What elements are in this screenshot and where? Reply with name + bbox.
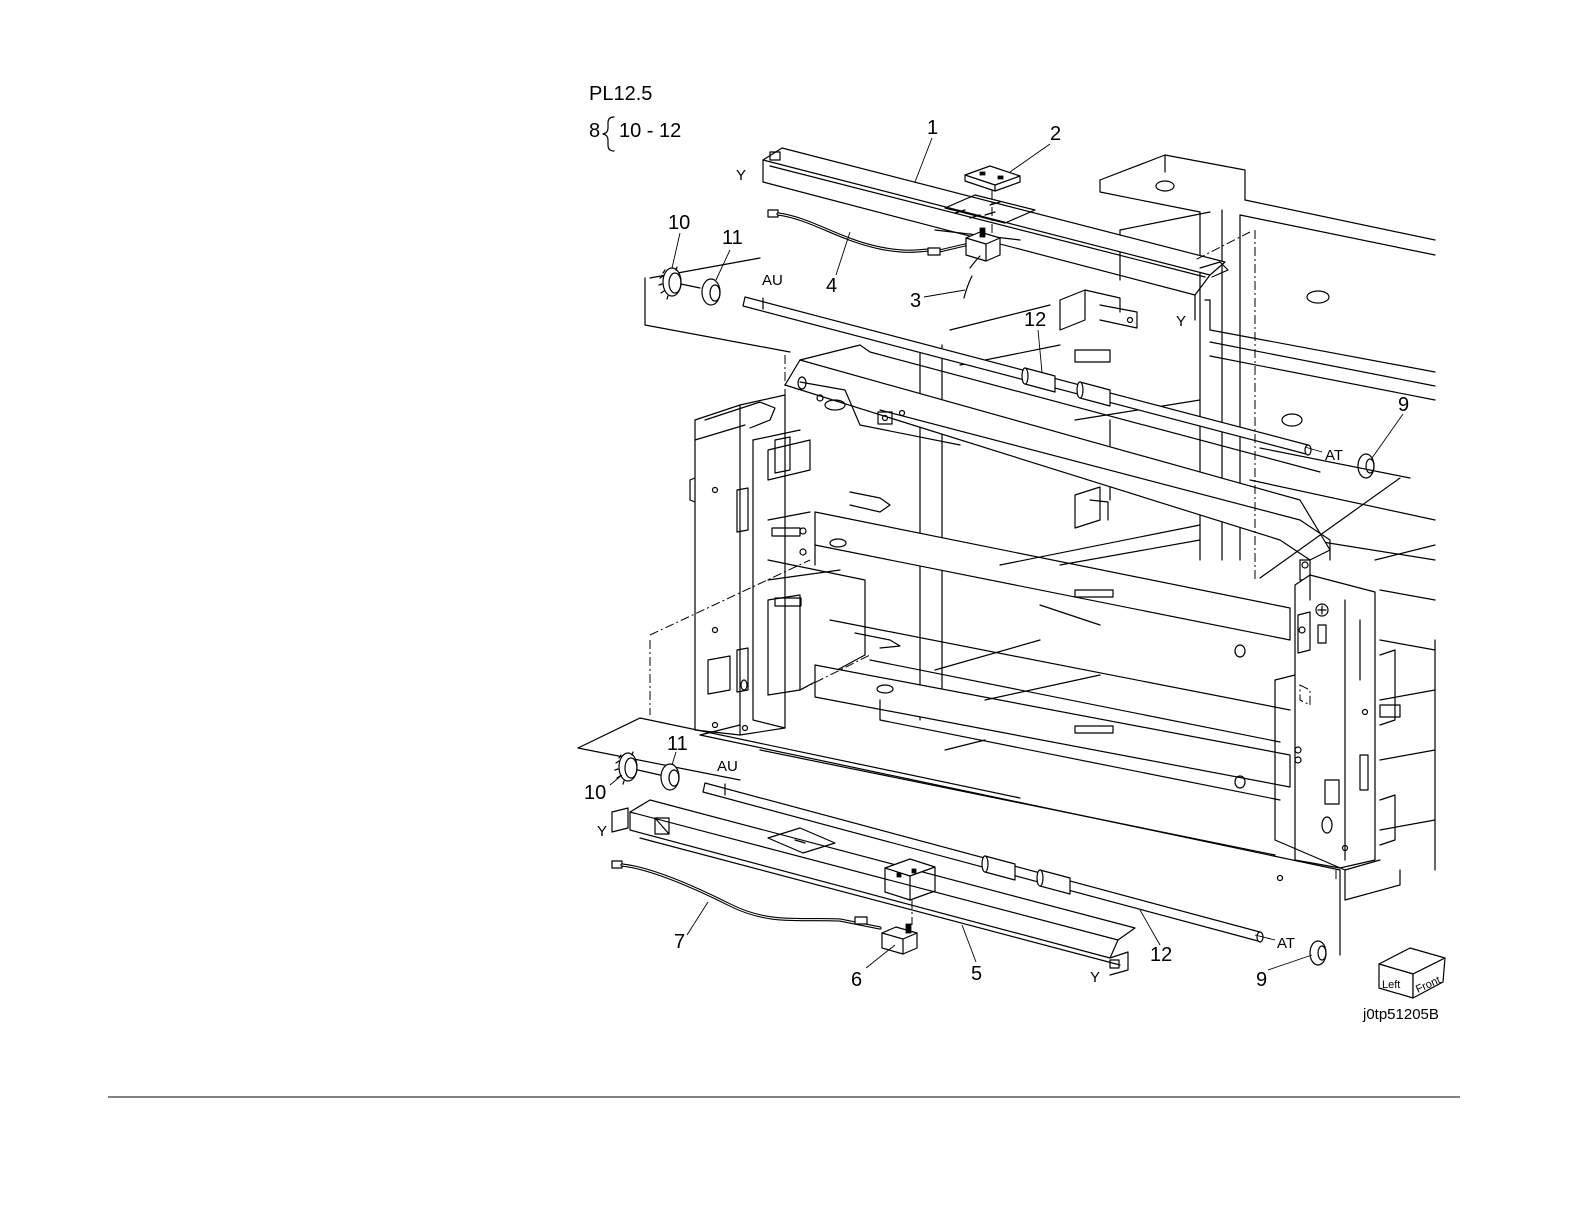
marker-y-top-left: Y (736, 167, 746, 184)
marker-au-lower: AU (717, 758, 738, 775)
upper-sensor (964, 228, 1000, 298)
orientation-cube-icon: Left Front (1379, 948, 1445, 998)
marker-at-upper: AT (1325, 447, 1343, 464)
kit-brace-icon (603, 117, 614, 151)
callout-12-upper: 12 (1024, 309, 1046, 331)
lower-sensor (882, 924, 917, 954)
marker-at-lower: AT (1277, 935, 1295, 952)
upper-bearing-icon (702, 279, 720, 305)
plate-number: PL12.5 (589, 83, 652, 105)
callout-11-upper: 11 (722, 227, 743, 249)
callout-6: 6 (851, 969, 862, 991)
callout-3: 3 (910, 290, 921, 312)
marker-y-bottom-left: Y (597, 823, 607, 840)
callout-9-upper: 9 (1398, 394, 1409, 416)
figure-reference: j0tp51205B (1362, 1006, 1439, 1023)
callout-10-upper: 10 (668, 212, 690, 234)
callout-1: 1 (927, 117, 938, 139)
lower-bearing-icon (661, 764, 679, 790)
callout-2: 2 (1050, 123, 1061, 145)
callout-10-lower: 10 (584, 782, 606, 804)
marker-au-upper: AU (762, 272, 783, 289)
cross-members (815, 492, 1290, 800)
upper-harness (768, 210, 965, 255)
lower-sensor-bracket (885, 859, 935, 925)
callout-7: 7 (674, 931, 685, 953)
marker-y-bottom-right: Y (1090, 969, 1100, 986)
callout-11-lower: 11 (667, 733, 688, 755)
callout-12-lower: 12 (1150, 944, 1172, 966)
kit-range: 10 - 12 (619, 120, 681, 142)
orientation-left-label: Left (1382, 979, 1400, 991)
callout-4: 4 (826, 275, 837, 297)
kit-item-number: 8 (589, 120, 600, 142)
callout-5: 5 (971, 963, 982, 985)
lower-harness (612, 861, 880, 928)
marker-y-top-right: Y (1176, 313, 1186, 330)
right-side-frame (1275, 575, 1400, 900)
callout-9-lower: 9 (1256, 969, 1267, 991)
diagram-header: PL12.5 8 10 - 12 (589, 83, 681, 151)
